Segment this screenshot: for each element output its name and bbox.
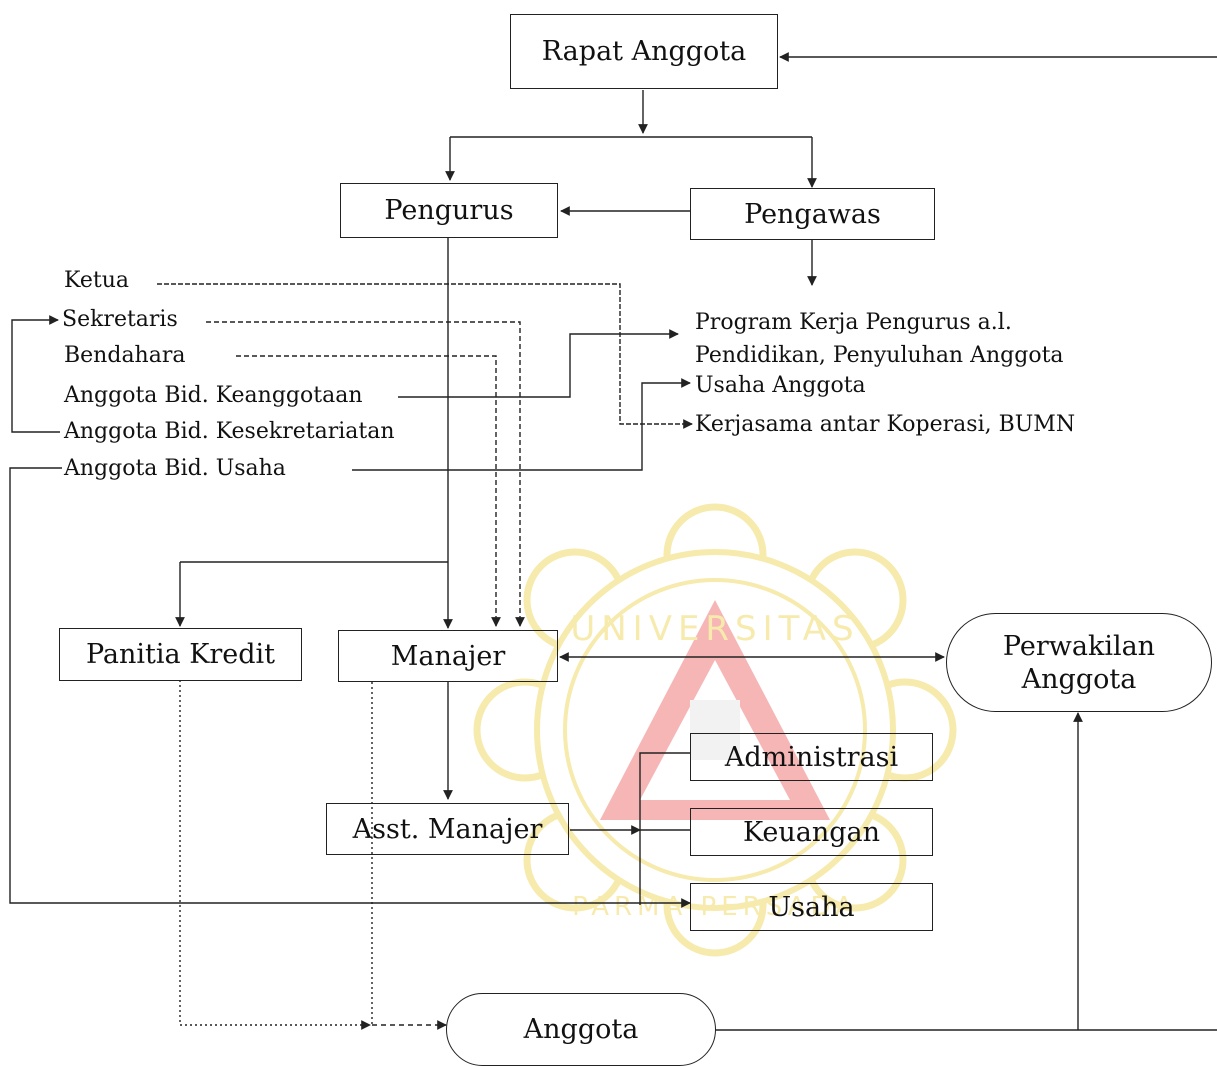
- seal-top-text: UNIVERSITAS: [570, 609, 859, 649]
- bendahara-label: Bendahara: [64, 343, 186, 368]
- rapat-anggota-label: Rapat Anggota: [541, 36, 747, 67]
- asst-manajer-box: Asst. Manajer: [326, 803, 569, 855]
- pengawas-label: Pengawas: [744, 198, 881, 230]
- seal-bottom-text: PARMA PERSADA: [572, 892, 858, 922]
- ketua-label: Ketua: [64, 268, 129, 293]
- manajer-label: Manajer: [390, 640, 506, 672]
- bid-usaha-label: Anggota Bid. Usaha: [64, 456, 286, 481]
- rapat-anggota-box: Rapat Anggota: [510, 14, 778, 89]
- usaha-box: Usaha: [690, 883, 933, 931]
- bid-kesekretariatan-label: Anggota Bid. Kesekretariatan: [64, 419, 395, 444]
- asst-manajer-label: Asst. Manajer: [352, 813, 543, 845]
- perwakilan-line2: Anggota: [1021, 663, 1137, 695]
- perwakilan-anggota-node: Perwakilan Anggota: [946, 613, 1212, 712]
- usaha-anggota-label: Usaha Anggota: [695, 373, 866, 398]
- keuangan-label: Keuangan: [742, 816, 881, 848]
- program-kerja-line2: Pendidikan, Penyuluhan Anggota: [695, 343, 1064, 368]
- usaha-label: Usaha: [768, 891, 855, 923]
- pengawas-box: Pengawas: [690, 188, 935, 240]
- anggota-label: Anggota: [523, 1014, 639, 1045]
- perwakilan-line1: Perwakilan: [1002, 630, 1156, 662]
- pengurus-label: Pengurus: [384, 195, 514, 226]
- program-kerja-line1: Program Kerja Pengurus a.l.: [695, 310, 1012, 335]
- administrasi-label: Administrasi: [724, 741, 899, 773]
- pengurus-box: Pengurus: [340, 183, 558, 238]
- keuangan-box: Keuangan: [690, 808, 933, 856]
- kerjasama-label: Kerjasama antar Koperasi, BUMN: [695, 412, 1076, 437]
- sekretaris-label: Sekretaris: [62, 307, 178, 332]
- bid-keanggotaan-label: Anggota Bid. Keanggotaan: [64, 383, 363, 408]
- panitia-kredit-label: Panitia Kredit: [85, 639, 276, 670]
- panitia-kredit-box: Panitia Kredit: [59, 628, 302, 681]
- administrasi-box: Administrasi: [690, 733, 933, 781]
- anggota-node: Anggota: [446, 993, 716, 1066]
- manajer-box: Manajer: [338, 630, 558, 682]
